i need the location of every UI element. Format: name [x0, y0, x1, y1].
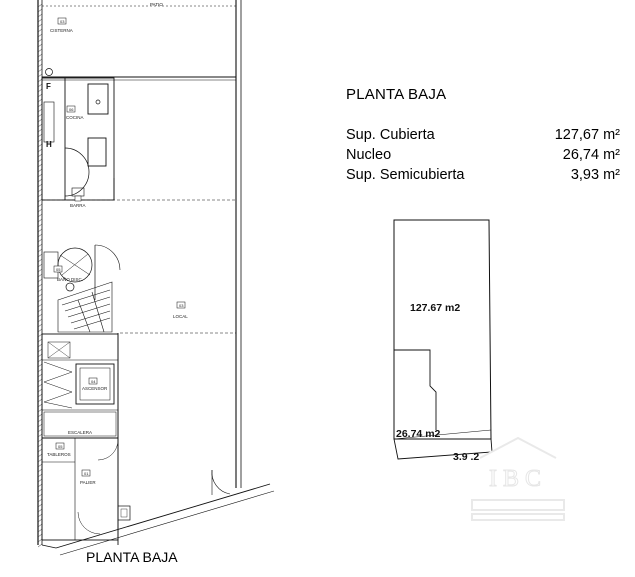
- surface-table: Sup. Cubierta 127,67 m² Nucleo 26,74 m² …: [346, 125, 620, 185]
- row-value: 26,74 m²: [562, 147, 620, 163]
- room-label-ascensor: ASCENSOR: [82, 386, 108, 391]
- marker-h: H: [46, 140, 52, 149]
- kitchen-block: [41, 77, 115, 201]
- markers: F H: [46, 82, 52, 149]
- lower-core: [41, 333, 131, 541]
- row-value: 127,67 m²: [554, 127, 620, 143]
- row-label: Sup. Semicubierta: [346, 167, 465, 183]
- core-area-label: 26.74 m2: [396, 428, 441, 440]
- room-labels: 03 CISTERNA PATIO 06 COCINA BARRA 05 BAÑ…: [47, 2, 188, 485]
- table-row: Sup. Semicubierta 3,93 m²: [346, 165, 620, 185]
- area-diagram: [393, 219, 493, 460]
- watermark-text: IBC: [489, 466, 547, 492]
- room-label-escalera: ESCALERA: [68, 430, 92, 435]
- table-row: Nucleo 26,74 m²: [346, 145, 620, 165]
- marker-f: F: [46, 82, 51, 91]
- row-value: 3,93 m²: [570, 167, 620, 183]
- main-area-label: 127.67 m2: [410, 302, 460, 314]
- staircase: [57, 281, 113, 333]
- left-wall-hatch: [37, 3, 43, 548]
- room-number: 05: [56, 267, 61, 272]
- room-label-bano: BAÑO DISC.: [57, 276, 83, 282]
- room-number: 05: [58, 444, 63, 449]
- summary-title: PLANTA BAJA: [346, 86, 447, 103]
- room-label-cocina: COCINA: [66, 115, 84, 120]
- room-label-tableros: TABLEROS: [47, 452, 71, 457]
- room-number: 01: [84, 471, 89, 476]
- room-number: 04: [91, 379, 96, 384]
- table-row: Sup. Cubierta 127,67 m²: [346, 125, 620, 145]
- room-label-cisterna: CISTERNA: [50, 28, 73, 33]
- row-label: Nucleo: [346, 147, 392, 163]
- room-number: 03: [179, 303, 184, 308]
- entrance-door: [117, 333, 231, 545]
- semi-area-label: 3.9 .2: [453, 451, 479, 463]
- room-label-palier: PALIER: [80, 480, 96, 485]
- room-tags: [53, 17, 186, 477]
- plan-title: PLANTA BAJA: [86, 549, 178, 565]
- room-number: 06: [69, 107, 74, 112]
- watermark-logo: IBC: [471, 436, 565, 521]
- room-number: 03: [60, 19, 65, 24]
- surface-summary: PLANTA BAJA Sup. Cubierta 127,67 m² Nucl…: [346, 86, 620, 185]
- room-label-local: LOCAL: [173, 314, 188, 319]
- fixtures: [43, 68, 121, 300]
- row-label: Sup. Cubierta: [346, 127, 435, 143]
- room-label-barra: BARRA: [70, 203, 86, 208]
- room-label-patio: PATIO: [150, 2, 163, 7]
